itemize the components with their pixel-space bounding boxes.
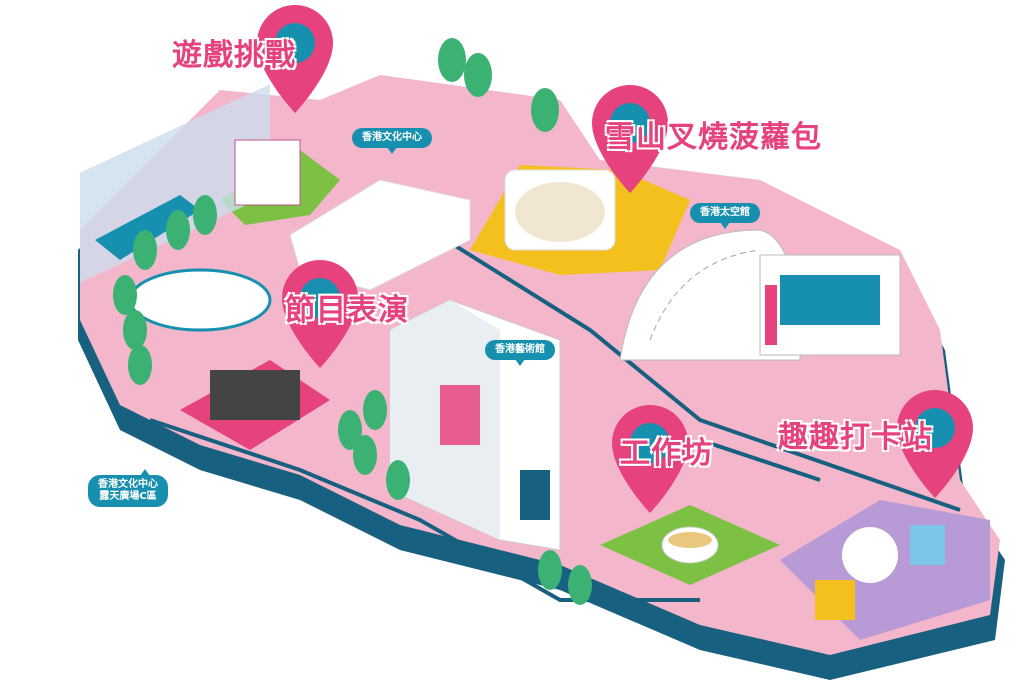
map-pins (257, 5, 973, 513)
walkway-paths (149, 228, 961, 602)
pineapple-bun (515, 182, 605, 242)
place-tag-art-museum[interactable]: 香港藝術館 (485, 340, 555, 366)
photo-character-house (815, 580, 855, 620)
place-tag-piazza[interactable]: 香港文化中心 露天廣場C區 (88, 469, 168, 507)
space-museum-windows (780, 275, 880, 325)
photo-character-box (910, 525, 945, 565)
photo-character (842, 527, 898, 583)
place-tag-cultural-centre[interactable]: 香港文化中心 (352, 128, 432, 154)
zone-title-workshop[interactable]: 工作坊 (620, 436, 713, 471)
zone-title-games[interactable]: 遊戲挑戰 (172, 38, 296, 73)
place-tag-piazza-line2: 露天廣場C區 (99, 491, 157, 502)
art-museum-blue-panel (520, 470, 550, 520)
performance-stage (210, 370, 300, 420)
game-booth (234, 139, 301, 206)
round-plaza (128, 268, 272, 332)
water-pool (95, 195, 200, 260)
zone-title-performance[interactable]: 節目表演 (285, 293, 409, 328)
place-tag-space-museum[interactable]: 香港太空館 (690, 203, 760, 229)
place-tag-piazza-line1: 香港文化中心 (98, 479, 158, 490)
dome-grid (649, 249, 761, 341)
trees (113, 38, 592, 605)
zone-title-bun[interactable]: 雪山叉燒菠蘿包 (605, 120, 822, 155)
art-museum-pink-panel (440, 385, 480, 445)
space-museum-pink-panel (765, 285, 777, 345)
tea (668, 532, 712, 548)
zone-title-photo-spot[interactable]: 趣趣打卡站 (778, 420, 933, 455)
